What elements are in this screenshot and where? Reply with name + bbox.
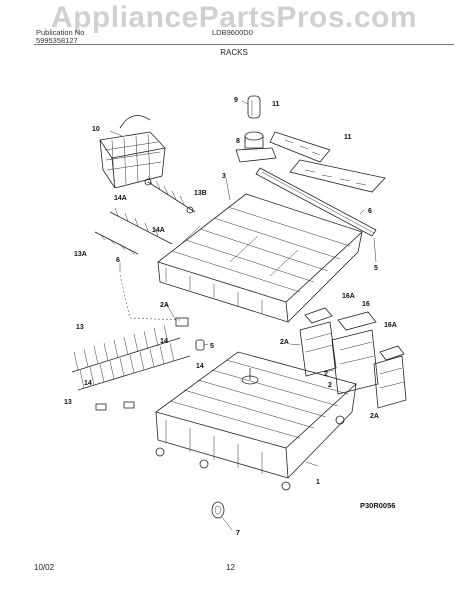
leader-lines: [109, 100, 377, 531]
callout-3: 3: [222, 173, 226, 180]
upper-tine-rows: [94, 175, 196, 256]
callout-14a-top: 14A: [114, 195, 127, 202]
spray-arm-plate: [269, 131, 386, 193]
upper-rack: [157, 193, 363, 323]
footer-date: 10/02: [34, 563, 55, 572]
callout-8: 8: [236, 138, 240, 145]
callout-9: 9: [234, 97, 238, 104]
callout-labels: 10 9 11 8 11 3 13B 14A 6 14A 13A 6 5 16A…: [64, 97, 397, 537]
callout-5b: 5: [210, 343, 214, 350]
rack-wheel: [211, 501, 225, 519]
section-title: RACKS: [220, 48, 248, 57]
callout-6b: 6: [116, 257, 120, 264]
callout-11b: 11: [344, 134, 352, 141]
rack-adjuster: [119, 274, 205, 351]
callout-16a-right: 16A: [384, 322, 397, 329]
watermark-logo: AppliancePartsPros.com: [50, 1, 418, 34]
callout-4: 2A: [160, 302, 169, 309]
callout-14-right: 14: [196, 363, 204, 370]
upper-rack-rail: [255, 167, 377, 237]
callout-2a-top: 2A: [280, 339, 289, 346]
header-rule: [34, 44, 454, 45]
callout-14a-mid: 14A: [152, 227, 165, 234]
callout-2b: 2: [328, 382, 332, 389]
callout-14-top: 14: [160, 338, 168, 345]
callout-6a: 6: [368, 208, 372, 215]
lower-rack: [155, 351, 357, 491]
callout-14-left: 14: [84, 380, 92, 387]
callout-1: 1: [316, 479, 320, 486]
model-number: LDB9600D0: [212, 28, 253, 37]
silverware-basket: [99, 115, 166, 189]
callout-2a: 2: [324, 371, 328, 378]
callout-10: 10: [92, 126, 100, 133]
callout-2a-bottom: 2A: [370, 413, 379, 420]
callout-5a: 5: [374, 265, 378, 272]
diagram-code: P30R0056: [360, 501, 395, 510]
callout-16a-left: 16A: [342, 293, 355, 300]
callout-11a: 11: [272, 101, 280, 108]
lower-tine-rows: [71, 324, 191, 411]
callout-13-bottom: 13: [64, 399, 72, 406]
callout-16: 16: [362, 301, 370, 308]
publication-number: 5995358127: [36, 36, 78, 45]
lower-baskets: [299, 307, 407, 409]
callout-13-top: 13: [76, 324, 84, 331]
footer-page-number: 12: [226, 563, 235, 572]
callout-13a: 13A: [74, 251, 87, 258]
callout-7: 7: [236, 530, 240, 537]
publication-label: Publication No: [36, 28, 85, 37]
spray-arm-mount: [235, 95, 277, 163]
callout-13b: 13B: [194, 190, 207, 197]
